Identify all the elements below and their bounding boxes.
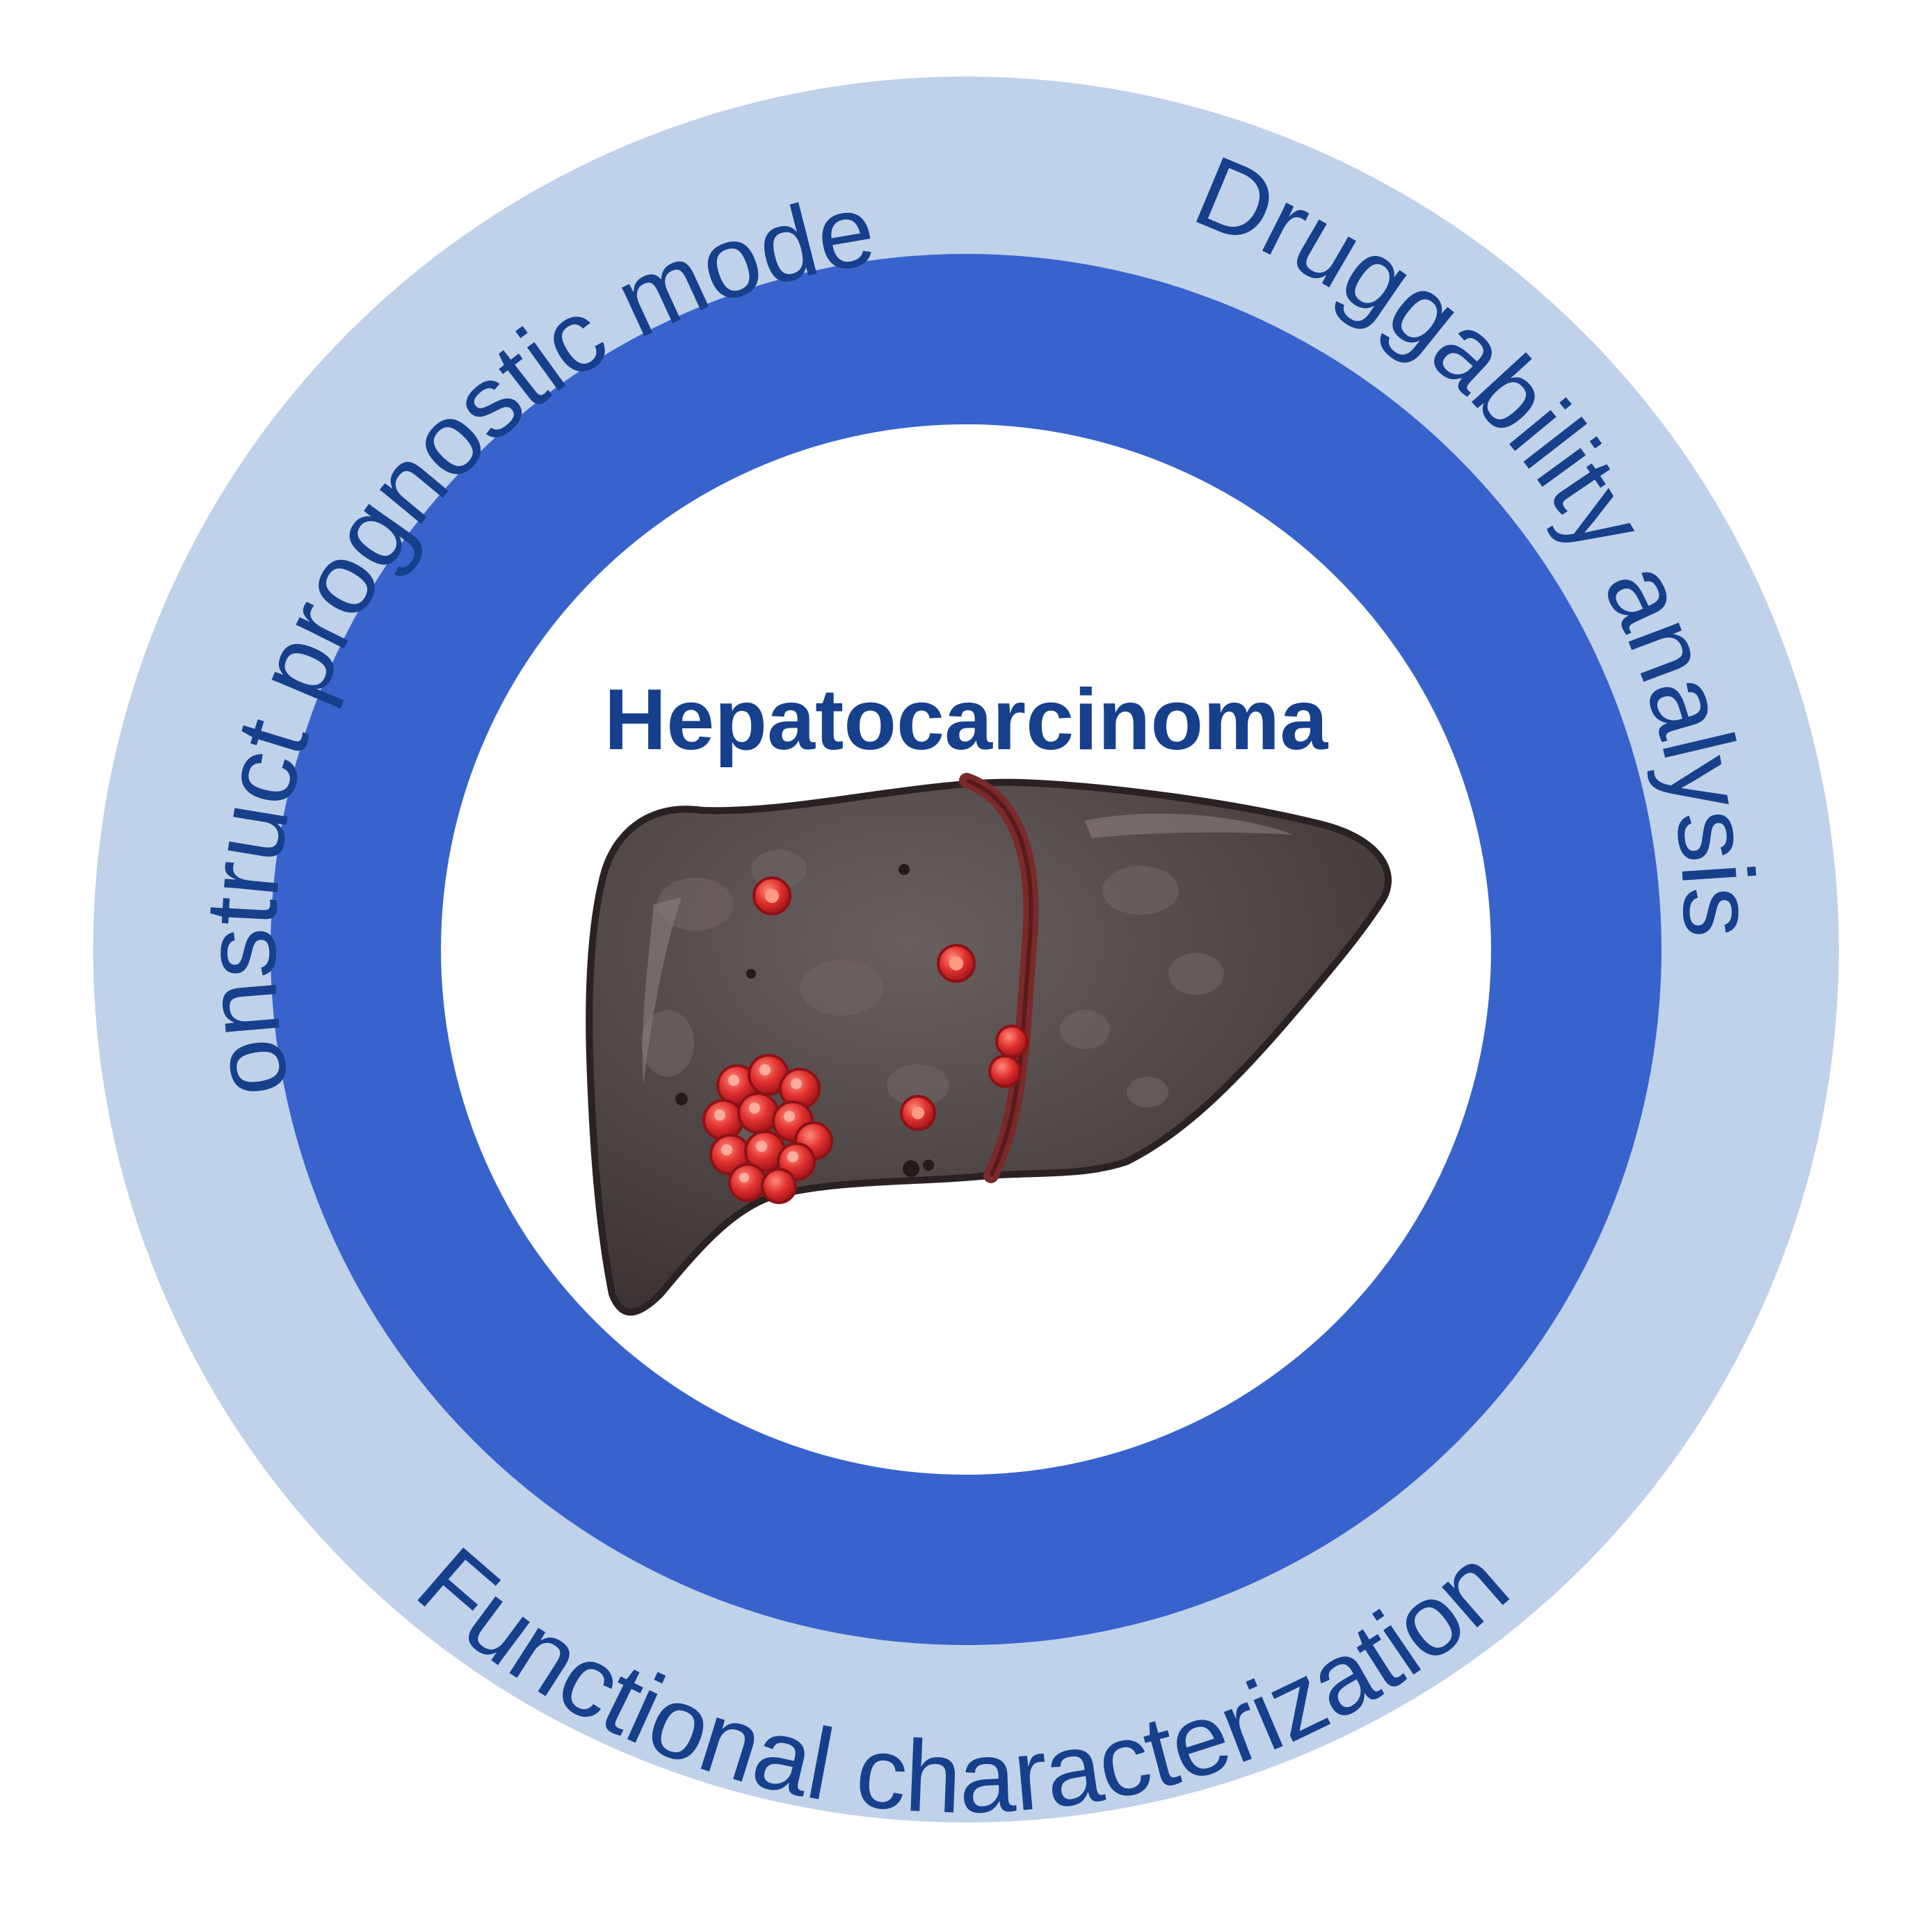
center-title: Hepatocarcinoma [604, 672, 1329, 768]
tumor-small [752, 876, 1029, 1131]
tumor-cluster [702, 1054, 833, 1204]
liver-icon [586, 773, 1392, 1316]
